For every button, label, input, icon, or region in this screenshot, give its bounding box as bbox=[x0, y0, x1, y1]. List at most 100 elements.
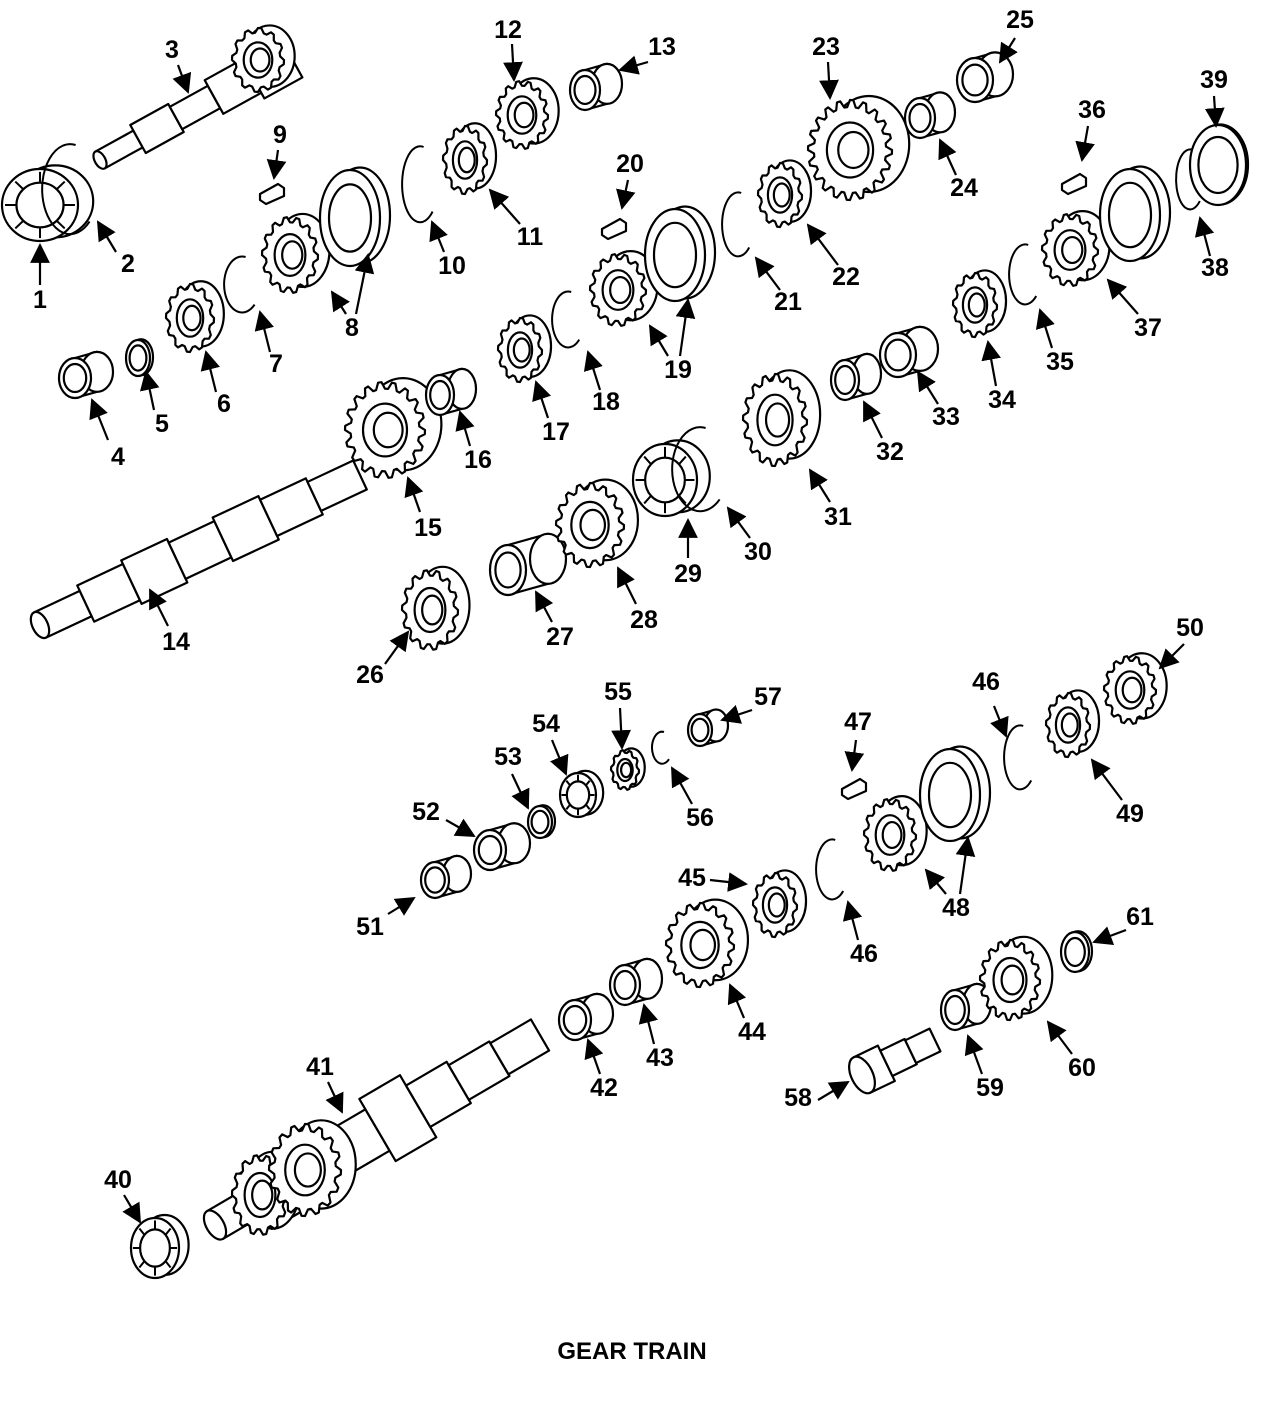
leader-7 bbox=[254, 310, 274, 353]
callout-52: 52 bbox=[412, 798, 440, 826]
callout-14: 14 bbox=[162, 628, 190, 656]
leader-34 bbox=[981, 340, 1001, 387]
leader-19-1 bbox=[675, 298, 696, 357]
part-7-snap-ring bbox=[223, 255, 256, 314]
part-3-input-gear bbox=[230, 24, 296, 94]
leader-56 bbox=[671, 766, 693, 805]
part-44-gear bbox=[664, 898, 750, 989]
part-41-gear-b bbox=[267, 1119, 357, 1218]
callout-23: 23 bbox=[812, 33, 840, 61]
callout-22: 22 bbox=[832, 263, 860, 291]
parts-layer bbox=[0, 24, 1250, 1280]
part-19-gear bbox=[588, 250, 659, 327]
leader-5 bbox=[139, 370, 160, 411]
leader-37 bbox=[1106, 278, 1139, 315]
leader-47 bbox=[844, 739, 865, 772]
callout-46: 46 bbox=[850, 940, 878, 968]
part-24-needle-bearing bbox=[903, 91, 957, 140]
part-57-sleeve bbox=[686, 708, 730, 748]
callout-53: 53 bbox=[494, 743, 522, 771]
callout-27: 27 bbox=[546, 623, 574, 651]
part-31-gear bbox=[741, 369, 822, 468]
leader-22 bbox=[806, 223, 839, 266]
leader-19 bbox=[648, 324, 669, 357]
part-20-key bbox=[600, 217, 628, 241]
callout-54: 54 bbox=[532, 710, 560, 738]
leader-48 bbox=[924, 868, 947, 895]
leader-2 bbox=[96, 220, 117, 253]
leader-46 bbox=[842, 900, 863, 941]
part-58-idler-shaft bbox=[848, 1027, 942, 1095]
part-9-key bbox=[258, 182, 286, 206]
leader-61 bbox=[1092, 926, 1127, 946]
callout-34: 34 bbox=[988, 386, 1016, 414]
part-46-snap-ring-b bbox=[1003, 724, 1033, 791]
leader-13 bbox=[618, 55, 649, 75]
callout-3: 3 bbox=[165, 36, 179, 64]
leader-36 bbox=[1075, 125, 1095, 162]
callout-58: 58 bbox=[784, 1084, 812, 1112]
callout-7: 7 bbox=[269, 350, 283, 378]
callout-25: 25 bbox=[1006, 6, 1034, 34]
leader-48-1 bbox=[955, 836, 976, 895]
part-28-gear bbox=[554, 478, 640, 569]
callout-16: 16 bbox=[464, 446, 492, 474]
leader-21 bbox=[754, 256, 781, 291]
part-32-needle-bearing bbox=[829, 352, 883, 402]
callout-45: 45 bbox=[678, 864, 706, 892]
leader-50 bbox=[1158, 643, 1185, 670]
part-8-sleeve bbox=[318, 166, 392, 268]
leader-59 bbox=[964, 1034, 984, 1075]
callout-41: 41 bbox=[306, 1053, 334, 1081]
part-17-hub bbox=[496, 314, 553, 384]
leader-38 bbox=[1194, 216, 1215, 257]
part-60-gear bbox=[978, 935, 1054, 1022]
callout-44: 44 bbox=[738, 1018, 766, 1046]
leader-39 bbox=[1204, 95, 1225, 128]
callout-17: 17 bbox=[542, 418, 570, 446]
leader-60 bbox=[1046, 1020, 1073, 1055]
leader-3 bbox=[172, 64, 192, 94]
callout-1: 1 bbox=[33, 286, 47, 314]
callout-19: 19 bbox=[664, 356, 692, 384]
part-23-gear bbox=[806, 94, 911, 202]
part-46-snap-ring bbox=[815, 838, 845, 901]
part-47-key bbox=[840, 777, 868, 801]
callout-6: 6 bbox=[217, 390, 231, 418]
callout-29: 29 bbox=[674, 560, 702, 588]
part-29-bearing bbox=[631, 439, 711, 518]
leader-25 bbox=[998, 37, 1018, 64]
part-35-snap-ring bbox=[1008, 243, 1038, 306]
leader-20 bbox=[616, 179, 636, 210]
labels-layer: 1234567891011121314151617181920212223242… bbox=[33, 6, 1229, 1194]
part-26-gear bbox=[400, 565, 471, 651]
callout-39: 39 bbox=[1200, 66, 1228, 94]
leader-11 bbox=[488, 188, 521, 225]
callout-46-b: 46 bbox=[972, 668, 1000, 696]
callout-48: 48 bbox=[942, 894, 970, 922]
leader-31 bbox=[808, 468, 831, 503]
callout-37: 37 bbox=[1134, 314, 1162, 342]
part-45-hub bbox=[751, 869, 808, 939]
leader-17 bbox=[532, 380, 552, 419]
callout-8: 8 bbox=[345, 314, 359, 342]
leader-24 bbox=[938, 138, 958, 176]
callout-9: 9 bbox=[273, 121, 287, 149]
part-25-sleeve bbox=[955, 51, 1015, 104]
part-39-ring bbox=[1188, 123, 1250, 207]
part-48-gear bbox=[862, 795, 928, 872]
leaders-layer bbox=[30, 37, 1225, 1224]
part-48-sleeve bbox=[918, 745, 992, 843]
part-52-spacer bbox=[472, 822, 532, 872]
part-22-hub bbox=[756, 159, 813, 229]
callout-15: 15 bbox=[414, 514, 442, 542]
callout-57: 57 bbox=[754, 683, 782, 711]
part-30-snap-ring bbox=[671, 426, 721, 513]
part-38-snap-ring bbox=[1175, 148, 1201, 211]
leader-35 bbox=[1035, 308, 1055, 349]
part-19-sleeve bbox=[643, 205, 717, 303]
callout-4: 4 bbox=[111, 443, 125, 471]
leader-49 bbox=[1090, 758, 1123, 801]
callout-50: 50 bbox=[1176, 614, 1204, 642]
